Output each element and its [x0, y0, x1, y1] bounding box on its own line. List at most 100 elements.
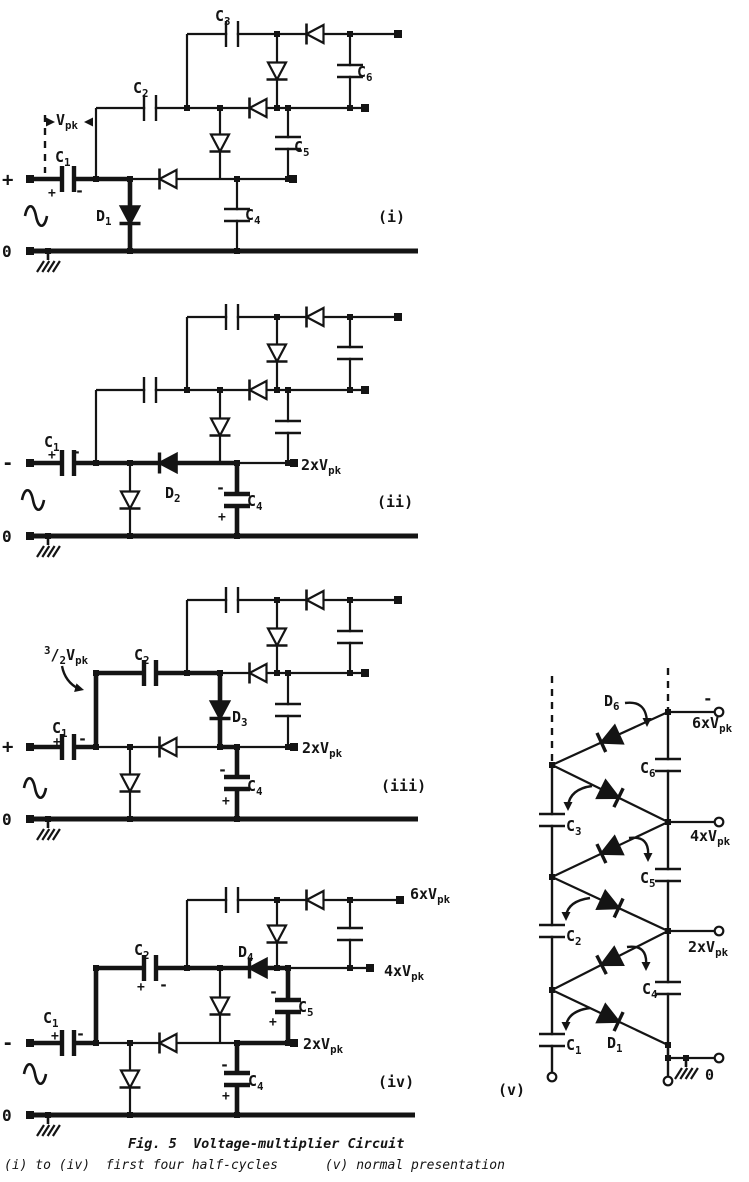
diode-D1: [595, 1002, 625, 1032]
label--: -: [269, 983, 278, 1001]
junction-dot: [217, 965, 223, 971]
terminal-square: [26, 247, 34, 255]
junction-dot: [127, 816, 133, 822]
junction-dot: [347, 105, 353, 111]
label-+: +: [222, 794, 230, 809]
label--: -: [2, 1032, 13, 1054]
label-0: 0: [2, 242, 12, 261]
junction-dot: [127, 176, 133, 182]
label-c2: C2: [133, 79, 149, 100]
junction-dot: [665, 928, 671, 934]
capacitor-C6: [653, 757, 683, 773]
arrowhead: [74, 683, 84, 693]
label--: -: [72, 443, 81, 461]
junction-dot: [285, 105, 291, 111]
terminal-square: [289, 175, 297, 183]
terminal-circle: [713, 925, 725, 937]
terminal-square: [26, 175, 34, 183]
terminal-square: [26, 743, 34, 751]
junction-dot: [93, 744, 99, 750]
label--: -: [218, 761, 227, 779]
label-c5: C5: [640, 869, 656, 890]
junction-dot: [274, 314, 280, 320]
label-c4: C4: [247, 492, 263, 513]
junction-dot: [347, 965, 353, 971]
junction-dot: [234, 1040, 240, 1046]
junction-dot: [274, 387, 280, 393]
terminal-circle: [713, 816, 725, 828]
junction-dot: [93, 670, 99, 676]
junction-dot: [45, 1112, 51, 1118]
label-3/2vpk: 3/2Vpk: [44, 644, 89, 667]
capacitor-C3: [537, 812, 567, 828]
arrowhead: [561, 1022, 571, 1031]
junction-dot: [549, 762, 555, 768]
capacitor: [142, 375, 158, 405]
label-d2: D2: [165, 484, 181, 505]
junction-dot: [45, 533, 51, 539]
junction-dot: [127, 460, 133, 466]
arrowhead: [641, 962, 651, 971]
terminal-square: [26, 815, 34, 823]
junction-dot: [127, 248, 133, 254]
label-c6: C6: [640, 759, 656, 780]
diode: [157, 736, 178, 758]
junction-dot: [217, 744, 223, 750]
label-+: +: [222, 1089, 230, 1104]
label-0: 0: [2, 527, 12, 546]
wire: [46, 828, 56, 841]
diode: [209, 133, 231, 154]
junction-dot: [285, 387, 291, 393]
capacitor-C5: [273, 135, 303, 151]
label-+: +: [51, 1029, 59, 1044]
label-c4: C4: [642, 980, 658, 1001]
wire: [684, 1067, 694, 1080]
capacitor-C1: [59, 164, 77, 194]
label--: -: [159, 976, 168, 994]
label-+: +: [48, 186, 56, 201]
terminal-square: [290, 459, 298, 467]
label-+: +: [48, 448, 56, 463]
label-4xvpk: 4xVpk: [384, 962, 425, 983]
junction-dot: [234, 248, 240, 254]
diode-D4: [595, 834, 625, 864]
label-d4: D4: [238, 943, 254, 964]
label-c1: C1: [44, 433, 60, 454]
diode-cathode-bar: [595, 954, 608, 975]
capacitor-C5: [653, 867, 683, 883]
wire: [36, 545, 45, 558]
ground-icon: [674, 1058, 699, 1080]
terminal-square: [394, 596, 402, 604]
diode: [157, 1032, 178, 1054]
label--: -: [220, 1056, 229, 1074]
capacitor-C6: [335, 63, 365, 79]
arrowhead: [46, 117, 55, 127]
diode-D4: [246, 956, 268, 980]
junction-dot: [274, 31, 280, 37]
terminal-square: [26, 1039, 34, 1047]
capacitor: [224, 885, 240, 915]
junction-dot: [127, 1112, 133, 1118]
junction-dot: [217, 387, 223, 393]
capacitor-C3: [224, 19, 240, 49]
capacitor-C1: [59, 448, 77, 478]
wire: [51, 260, 61, 273]
capacitor-C1: [59, 1028, 77, 1058]
diode: [247, 97, 268, 119]
ac-source-icon: [22, 776, 48, 800]
label-+: +: [218, 510, 226, 525]
label-c5: C5: [298, 998, 314, 1019]
diode: [119, 490, 141, 511]
capacitor: [335, 629, 365, 645]
wire: [689, 1067, 699, 1080]
wire: [41, 1124, 51, 1137]
terminal-square: [394, 313, 402, 321]
terminal-square: [361, 669, 369, 677]
ground-icon: [36, 1115, 61, 1137]
junction-dot: [285, 460, 291, 466]
junction-dot: [665, 819, 671, 825]
